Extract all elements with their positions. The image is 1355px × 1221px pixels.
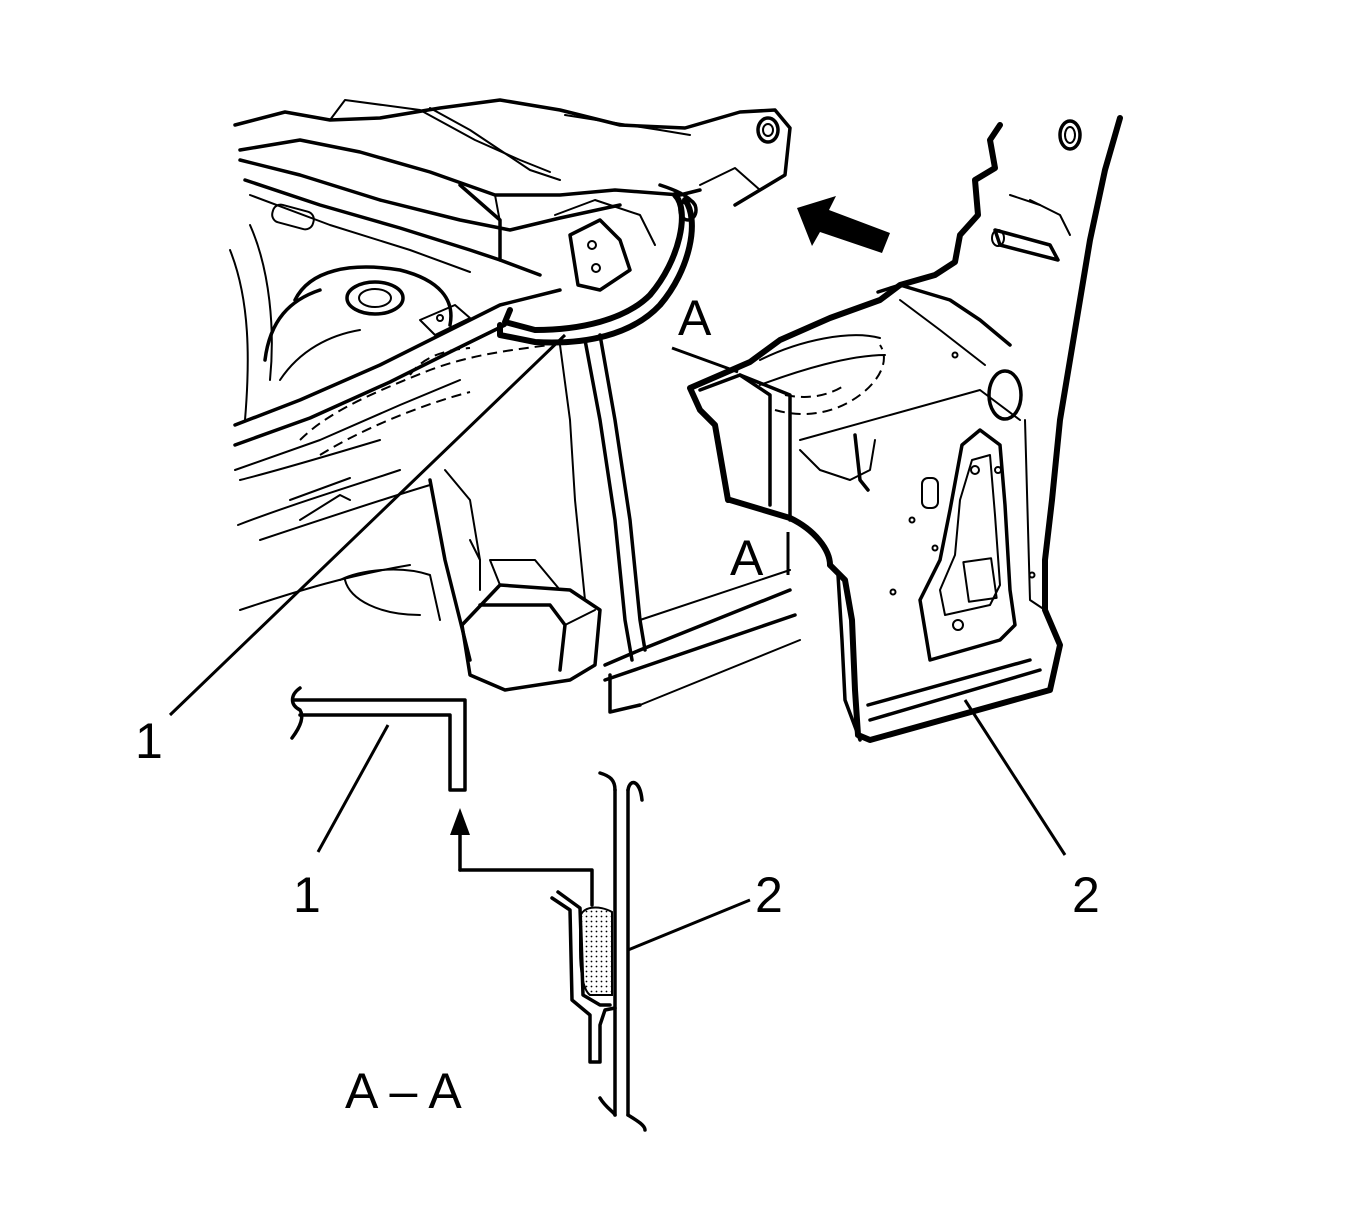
inner-panel-part-2: [687, 115, 1123, 743]
callout-1-main: 1: [135, 713, 163, 769]
callout-2-section: 2: [755, 867, 783, 923]
leader-line-1-top: [168, 333, 567, 717]
direction-arrow-icon: [797, 196, 890, 253]
callout-2-main: 2: [1072, 867, 1100, 923]
section-marker-a-bottom: A: [730, 530, 764, 586]
leader-line-2-right: [963, 699, 1067, 856]
callout-1-section: 1: [293, 867, 321, 923]
section-detail: [290, 686, 647, 1132]
section-marker-a-top: A: [678, 290, 712, 346]
leader-line-2-bottom: [627, 898, 751, 952]
vehicle-body-structure: [229, 98, 801, 714]
section-cut-line-top: [671, 346, 739, 374]
section-view-title: A – A: [345, 1063, 462, 1119]
leader-line-1-bottom: [316, 724, 390, 853]
